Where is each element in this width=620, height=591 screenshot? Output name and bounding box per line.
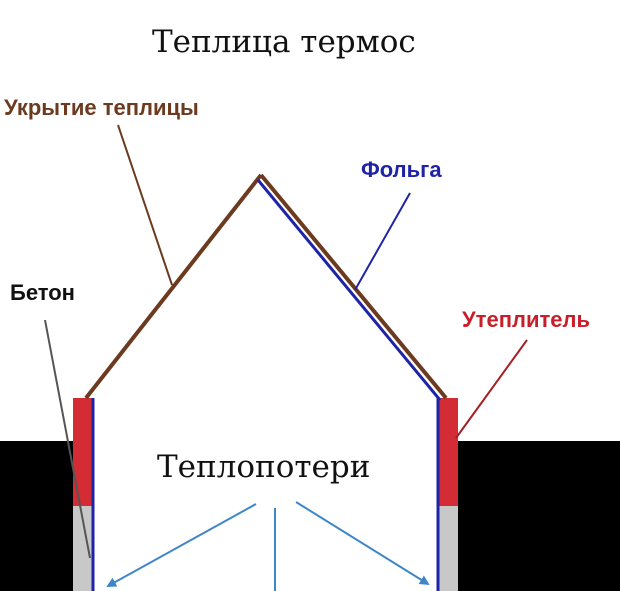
foil-leader	[354, 192, 411, 291]
ground-left	[0, 441, 74, 591]
cover-leader	[117, 124, 173, 286]
right-wall-concrete	[438, 506, 458, 591]
insulation-label: Утеплитель	[462, 307, 590, 332]
roof-left-slope	[84, 173, 263, 400]
ground-right	[458, 441, 620, 591]
cover-label: Укрытие теплицы	[4, 95, 199, 120]
left-wall-insulation	[73, 398, 93, 506]
left-wall-concrete	[73, 506, 93, 591]
heat-loss-arrow-left	[106, 503, 257, 587]
concrete-leader	[44, 319, 91, 559]
right-wall-insulation	[438, 398, 458, 506]
insulation-leader	[455, 339, 528, 439]
concrete-label: Бетон	[10, 280, 75, 305]
diagram-title: Теплица термос	[152, 24, 416, 60]
roof-right-cover	[259, 173, 448, 400]
roof-right-foil	[256, 179, 442, 401]
foil-label: Фольга	[361, 157, 442, 182]
heat-loss-arrow-right	[295, 501, 430, 586]
heat-loss-label: Теплопотери	[157, 449, 371, 485]
